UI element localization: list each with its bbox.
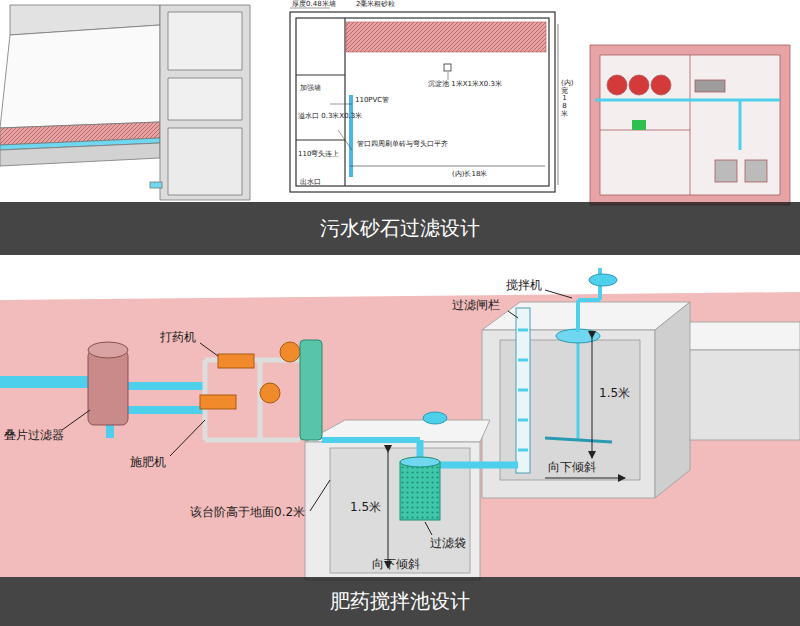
part-label: 厚度0.48米墙	[292, 0, 336, 8]
part-label: 沉淀池 1米X1米X0.3米	[428, 80, 502, 88]
ground	[0, 292, 800, 577]
part-label: 过滤袋	[430, 536, 466, 550]
caption-text: 污水砂石过滤设计	[320, 215, 480, 242]
part-label: 1.5米	[599, 386, 630, 400]
part-label: 向下倾斜	[372, 557, 420, 571]
filter-pool	[305, 420, 490, 580]
part-label: 向下倾斜	[548, 460, 596, 474]
part-label: 110弯头连上	[298, 150, 339, 158]
caption-band: 肥药搅拌池设计	[0, 577, 800, 626]
annotations	[62, 290, 625, 568]
part-label: 该台阶高于地面0.2米	[190, 505, 305, 519]
part-label: 溢水口 0.3米X0.3米	[298, 112, 362, 120]
part-label: 叠片过滤器	[4, 428, 64, 442]
mixing-pool	[482, 302, 690, 498]
part-label: 过滤闸栏	[452, 298, 500, 312]
part-label: 加强墙	[300, 84, 321, 92]
part-label: 打药机	[160, 330, 196, 344]
mixer	[545, 268, 617, 442]
part-label: 施肥机	[130, 455, 166, 469]
part-label: 1.5米	[350, 500, 381, 514]
part-label: 管口四周刷单砖与弯头口平齐	[357, 140, 448, 148]
caption-band: 污水砂石过滤设计	[0, 202, 800, 255]
part-label: 2毫米粗砂粒	[356, 0, 395, 8]
part-label: 搅拌机	[506, 278, 542, 292]
part-label: (内)长18米	[452, 170, 487, 178]
pump-house-3d	[590, 45, 790, 205]
filter-bag	[400, 412, 518, 520]
sand-filter-3d	[0, 5, 250, 200]
part-label: 出水口	[300, 178, 321, 186]
part-label: 110PVC管	[355, 96, 389, 104]
plan-drawing	[290, 8, 558, 192]
equipment	[0, 340, 420, 440]
caption-text: 肥药搅拌池设计	[330, 588, 470, 615]
filter-gate	[516, 308, 530, 473]
dimension-label: (内)宽18米	[561, 80, 568, 118]
